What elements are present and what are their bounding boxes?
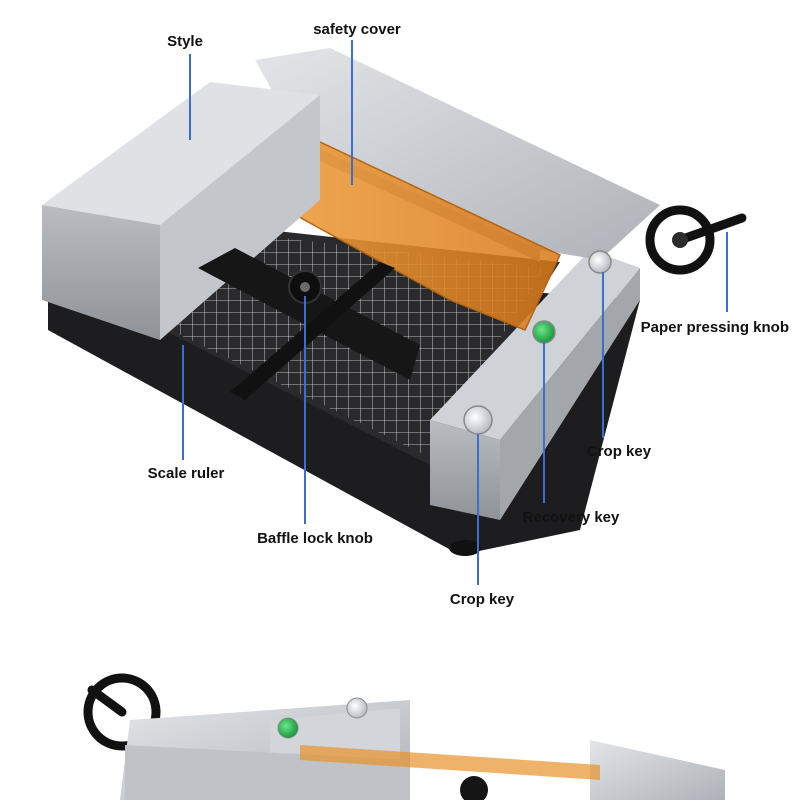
handwheel-hub <box>672 232 688 248</box>
baffle-slot <box>230 262 395 400</box>
blade-beam <box>255 48 660 260</box>
secondary-green-button <box>277 717 299 739</box>
left-housing-side <box>160 95 320 340</box>
crop-key-top-button <box>588 250 612 274</box>
secondary-cover-strip <box>300 745 600 780</box>
secondary-knob <box>460 776 488 800</box>
secondary-handwheel <box>83 673 161 751</box>
left-housing-front <box>42 205 160 340</box>
callout-crop-key-top: Crop key <box>587 443 652 460</box>
callout-safety-cover: safety cover <box>313 21 401 38</box>
baffle <box>198 248 420 380</box>
right-housing-top <box>430 250 640 440</box>
paper-pressing-handwheel <box>645 205 715 275</box>
crop-key-bottom-button <box>463 405 493 435</box>
secondary-right-block <box>590 740 725 800</box>
callout-paper-pressing-knob: Paper pressing knob <box>641 319 789 336</box>
callout-recovery-key: Recovery key <box>523 509 620 526</box>
left-housing-top <box>42 82 320 225</box>
secondary-handwheel-spoke <box>87 685 127 717</box>
callout-scale-ruler: Scale ruler <box>148 465 225 482</box>
recovery-key-button <box>532 320 556 344</box>
baffle-lock-knob-center <box>300 282 310 292</box>
secondary-machine-view <box>83 673 725 800</box>
base-foot <box>449 540 481 556</box>
secondary-white-button <box>346 697 368 719</box>
right-housing-side <box>430 420 500 520</box>
callout-style: Style <box>167 33 203 50</box>
callout-baffle-lock-knob: Baffle lock knob <box>257 530 373 547</box>
handwheel-spoke <box>675 213 747 245</box>
right-housing-end <box>500 268 640 520</box>
callout-crop-key-bottom: Crop key <box>450 591 515 608</box>
